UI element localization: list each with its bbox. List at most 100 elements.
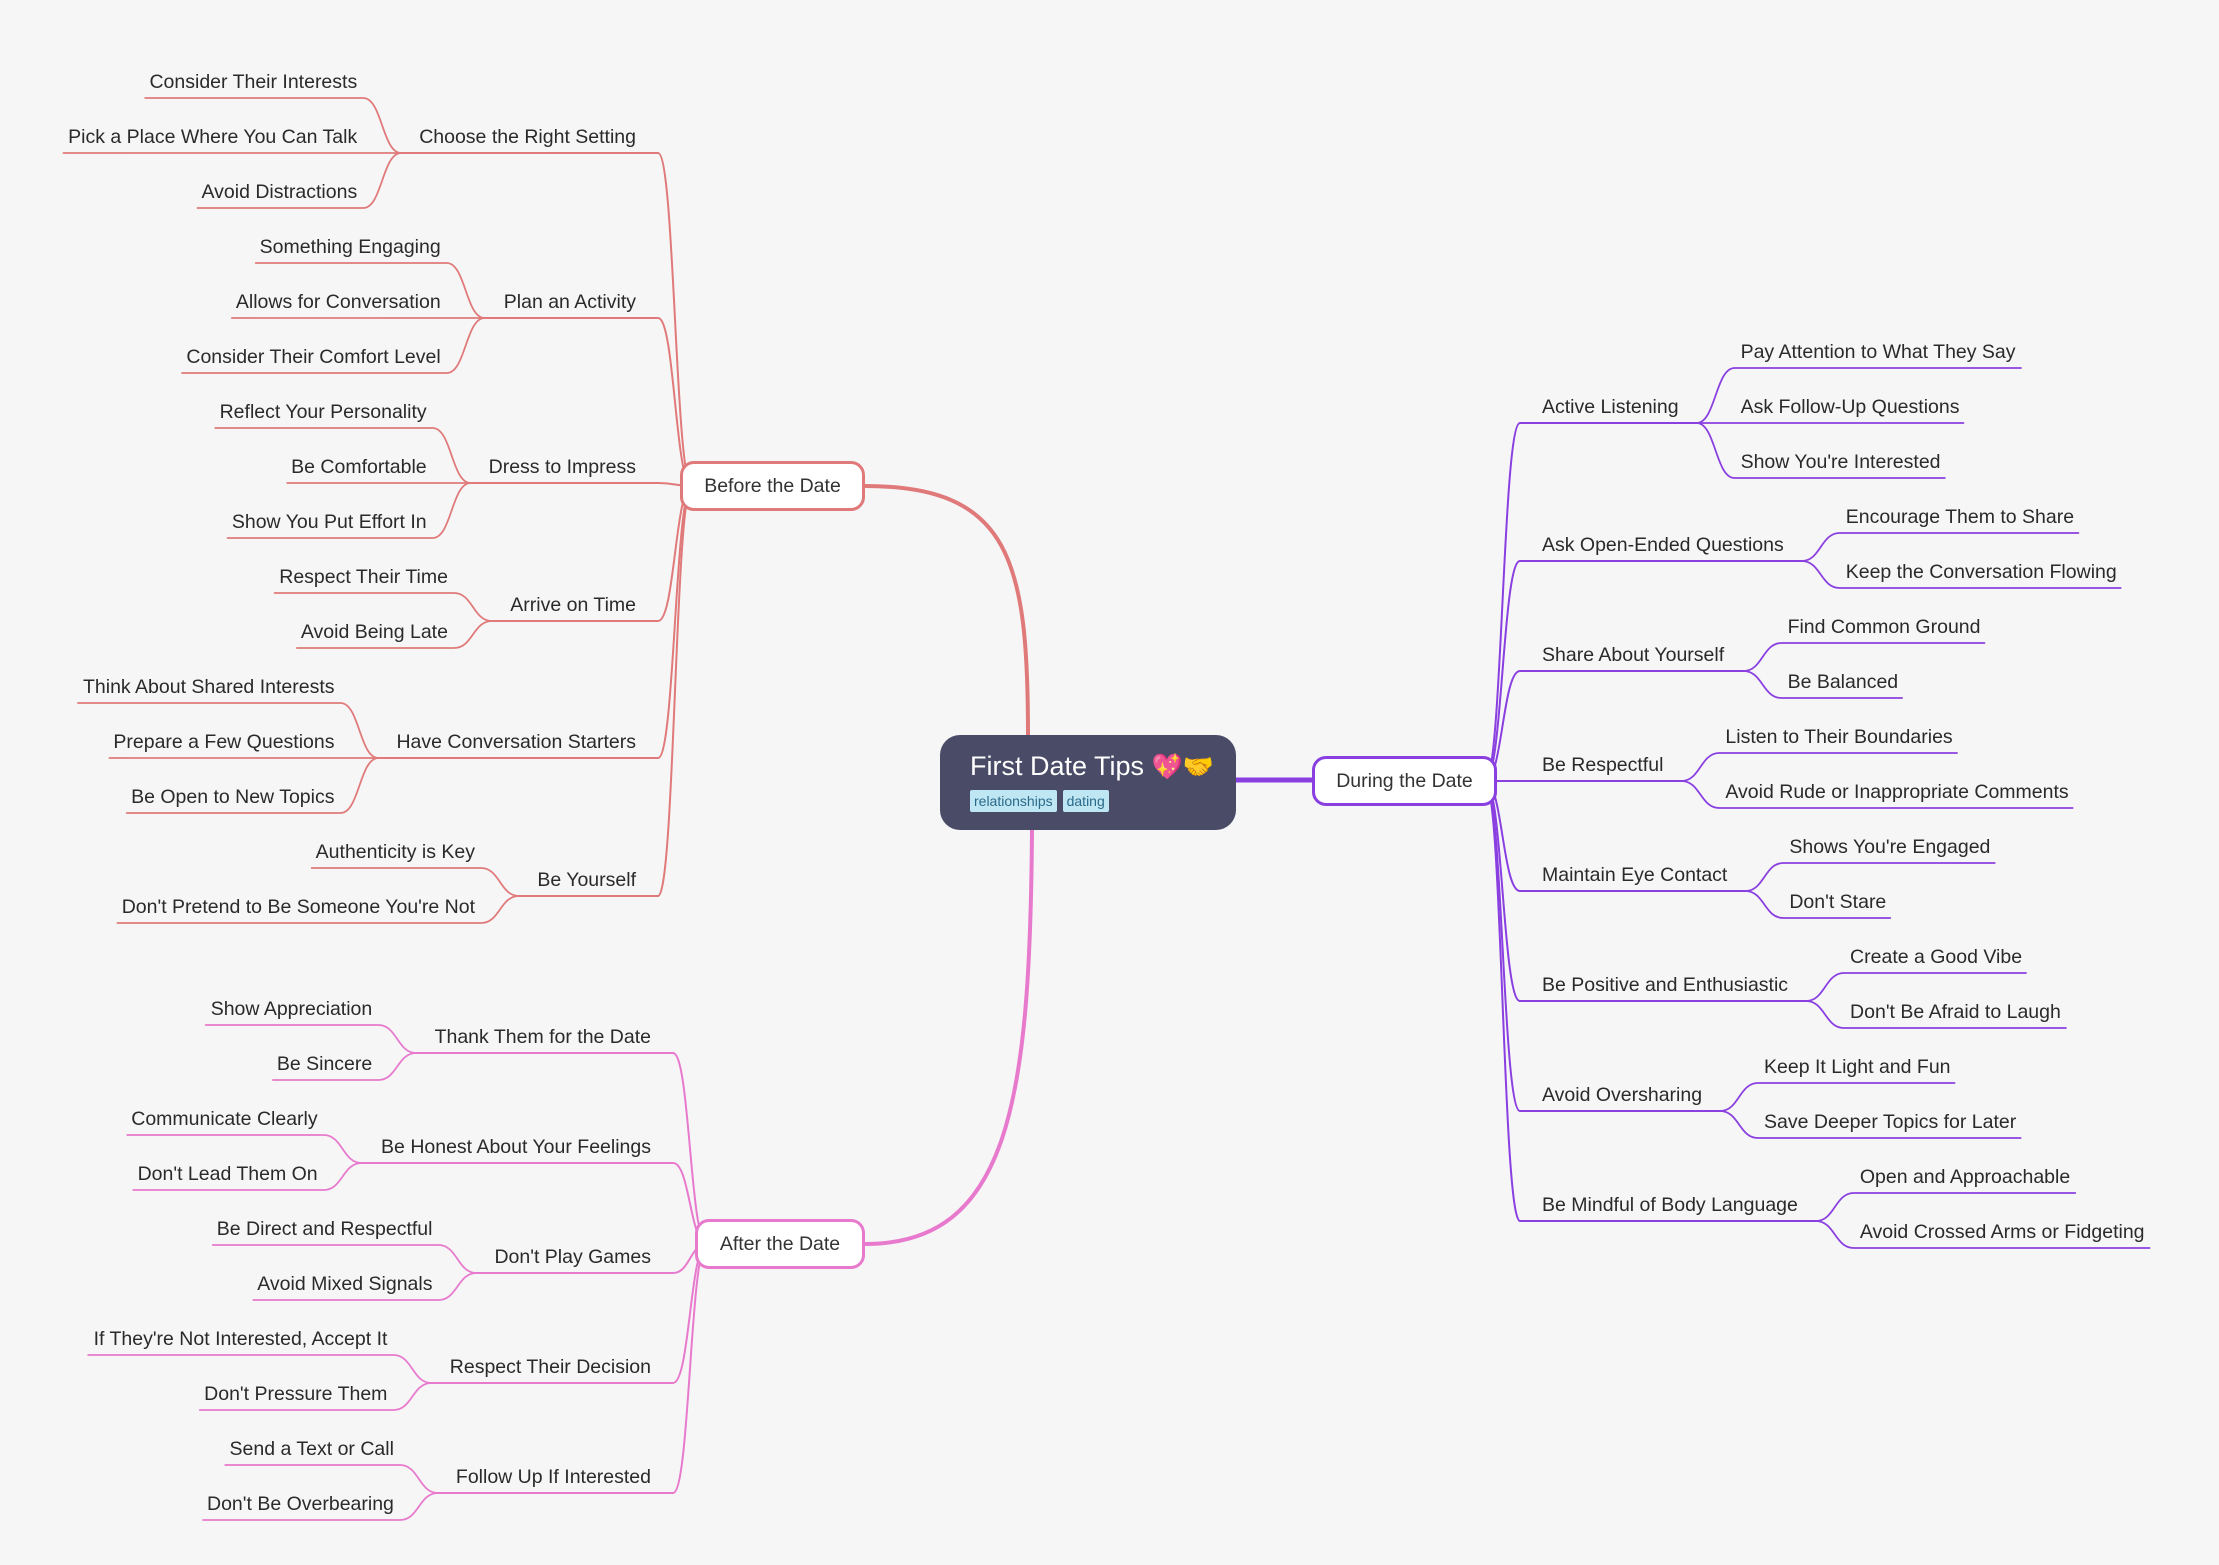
- connector-root-after: [863, 828, 1034, 1246]
- topic-have-conversation-starters[interactable]: Have Conversation Starters: [396, 731, 636, 753]
- leaf-connector-reflect-your-personality: [214, 427, 472, 484]
- connector-be-yourself: [517, 485, 693, 897]
- leaf-show-appreciation[interactable]: Show Appreciation: [210, 998, 373, 1020]
- leaf-connector-open-and-approachable: [1814, 1192, 2077, 1222]
- topic-be-positive-and-enthusiastic[interactable]: Be Positive and Enthusiastic: [1542, 974, 1789, 996]
- leaf-don-t-pretend-to-be-someone-you-re-not[interactable]: Don't Pretend to Be Someone You're Not: [121, 896, 475, 918]
- tag-relationships[interactable]: relationships: [970, 790, 1057, 812]
- leaf-reflect-your-personality[interactable]: Reflect Your Personality: [219, 401, 427, 423]
- leaf-show-you-re-interested[interactable]: Show You're Interested: [1740, 451, 1941, 473]
- leaf-be-balanced[interactable]: Be Balanced: [1787, 671, 1899, 693]
- leaf-ask-follow-up-questions[interactable]: Ask Follow-Up Questions: [1740, 396, 1960, 418]
- leaf-keep-it-light-and-fun[interactable]: Keep It Light and Fun: [1764, 1056, 1951, 1078]
- leaf-encourage-them-to-share[interactable]: Encourage Them to Share: [1845, 506, 2075, 528]
- leaf-connector-consider-their-interests: [144, 97, 403, 154]
- leaf-be-sincere[interactable]: Be Sincere: [276, 1053, 373, 1075]
- leaf-connector-don-t-lead-them-on: [132, 1162, 363, 1191]
- leaf-if-they-re-not-interested-accept-it[interactable]: If They're Not Interested, Accept It: [93, 1328, 388, 1350]
- leaf-avoid-rude-or-inappropriate-comments[interactable]: Avoid Rude or Inappropriate Comments: [1725, 781, 2069, 803]
- topic-ask-open-ended-questions[interactable]: Ask Open-Ended Questions: [1542, 534, 1784, 556]
- leaf-connector-avoid-mixed-signals: [252, 1272, 478, 1301]
- leaf-keep-the-conversation-flowing[interactable]: Keep the Conversation Flowing: [1845, 561, 2117, 583]
- leaf-avoid-crossed-arms-or-fidgeting[interactable]: Avoid Crossed Arms or Fidgeting: [1859, 1221, 2145, 1243]
- root-topic-title: First Date Tips 💖🤝: [970, 749, 1236, 784]
- topic-plan-an-activity[interactable]: Plan an Activity: [503, 291, 636, 313]
- leaf-don-t-be-overbearing[interactable]: Don't Be Overbearing: [207, 1493, 394, 1515]
- leaf-authenticity-is-key[interactable]: Authenticity is Key: [315, 841, 475, 863]
- leaf-be-open-to-new-topics[interactable]: Be Open to New Topics: [131, 786, 335, 808]
- leaf-consider-their-comfort-level[interactable]: Consider Their Comfort Level: [186, 346, 441, 368]
- leaf-allows-for-conversation[interactable]: Allows for Conversation: [235, 291, 441, 313]
- leaf-be-comfortable[interactable]: Be Comfortable: [291, 456, 427, 478]
- topic-avoid-oversharing[interactable]: Avoid Oversharing: [1542, 1084, 1703, 1106]
- topic-don-t-play-games[interactable]: Don't Play Games: [494, 1246, 651, 1268]
- leaf-avoid-mixed-signals[interactable]: Avoid Mixed Signals: [257, 1273, 433, 1295]
- leaf-connector-authenticity-is-key: [310, 867, 520, 897]
- heart-icon: 💖: [1151, 753, 1183, 781]
- leaf-connector-respect-their-time: [273, 592, 493, 622]
- leaf-connector-communicate-clearly: [126, 1134, 363, 1164]
- topic-arrive-on-time[interactable]: Arrive on Time: [510, 594, 636, 616]
- tag-dating[interactable]: dating: [1062, 790, 1109, 812]
- leaf-listen-to-their-boundaries[interactable]: Listen to Their Boundaries: [1725, 726, 1953, 748]
- leaf-pay-attention-to-what-they-say[interactable]: Pay Attention to What They Say: [1740, 341, 2016, 363]
- leaf-be-direct-and-respectful[interactable]: Be Direct and Respectful: [216, 1218, 433, 1240]
- branch-before-the-date[interactable]: Before the Date: [680, 461, 865, 511]
- topic-be-respectful[interactable]: Be Respectful: [1542, 754, 1664, 776]
- leaf-connector-encourage-them-to-share: [1800, 532, 2080, 562]
- leaf-think-about-shared-interests[interactable]: Think About Shared Interests: [83, 676, 335, 698]
- leaf-don-t-pressure-them[interactable]: Don't Pressure Them: [204, 1383, 388, 1405]
- leaf-open-and-approachable[interactable]: Open and Approachable: [1859, 1166, 2071, 1188]
- branch-after-the-date[interactable]: After the Date: [695, 1219, 865, 1269]
- handshake-icon: 🤝: [1182, 753, 1214, 781]
- leaf-connector-something-engaging: [254, 262, 486, 319]
- leaf-something-engaging[interactable]: Something Engaging: [259, 236, 441, 258]
- connector-be-mindful-of-body-language: [1484, 780, 1817, 1222]
- leaf-prepare-a-few-questions[interactable]: Prepare a Few Questions: [113, 731, 335, 753]
- leaf-connector-don-t-be-afraid-to-laugh: [1805, 1000, 2067, 1029]
- leaf-connector-create-a-good-vibe: [1805, 972, 2027, 1002]
- leaf-send-a-text-or-call[interactable]: Send a Text or Call: [229, 1438, 394, 1460]
- leaf-connector-don-t-stare: [1744, 890, 1892, 919]
- leaf-connector-keep-it-light-and-fun: [1719, 1082, 1956, 1112]
- leaf-connector-avoid-distractions: [196, 152, 403, 209]
- topic-active-listening[interactable]: Active Listening: [1542, 396, 1679, 418]
- leaf-consider-their-interests[interactable]: Consider Their Interests: [149, 71, 358, 93]
- leaf-connector-be-open-to-new-topics: [125, 757, 380, 814]
- connector-dress-to-impress: [469, 482, 693, 487]
- root-title-text: First Date Tips: [970, 751, 1145, 781]
- leaf-don-t-be-afraid-to-laugh[interactable]: Don't Be Afraid to Laugh: [1850, 1001, 2061, 1023]
- topic-choose-the-right-setting[interactable]: Choose the Right Setting: [419, 126, 636, 148]
- connector-root-before: [863, 484, 1030, 737]
- leaf-avoid-distractions[interactable]: Avoid Distractions: [201, 181, 358, 203]
- leaf-save-deeper-topics-for-later[interactable]: Save Deeper Topics for Later: [1764, 1111, 2017, 1133]
- topic-be-honest-about-your-feelings[interactable]: Be Honest About Your Feelings: [381, 1136, 651, 1158]
- leaf-don-t-lead-them-on[interactable]: Don't Lead Them On: [137, 1163, 318, 1185]
- topic-thank-them-for-the-date[interactable]: Thank Them for the Date: [434, 1026, 651, 1048]
- topic-dress-to-impress[interactable]: Dress to Impress: [488, 456, 636, 478]
- topic-maintain-eye-contact[interactable]: Maintain Eye Contact: [1542, 864, 1728, 886]
- leaf-create-a-good-vibe[interactable]: Create a Good Vibe: [1850, 946, 2023, 968]
- connector-active-listening: [1484, 422, 1698, 782]
- topic-follow-up-if-interested[interactable]: Follow Up If Interested: [455, 1466, 651, 1488]
- leaf-don-t-stare[interactable]: Don't Stare: [1789, 891, 1887, 913]
- topic-share-about-yourself[interactable]: Share About Yourself: [1542, 644, 1725, 666]
- leaf-pick-a-place-where-you-can-talk[interactable]: Pick a Place Where You Can Talk: [68, 126, 358, 148]
- leaf-avoid-being-late[interactable]: Avoid Being Late: [300, 621, 448, 643]
- topic-be-mindful-of-body-language[interactable]: Be Mindful of Body Language: [1542, 1194, 1798, 1216]
- leaf-connector-think-about-shared-interests: [77, 702, 380, 759]
- connector-choose-the-right-setting: [400, 152, 693, 487]
- leaf-find-common-ground[interactable]: Find Common Ground: [1787, 616, 1981, 638]
- leaf-show-you-put-effort-in[interactable]: Show You Put Effort In: [231, 511, 427, 533]
- leaf-respect-their-time[interactable]: Respect Their Time: [279, 566, 448, 588]
- leaf-connector-avoid-being-late: [295, 620, 493, 649]
- leaf-shows-you-re-engaged[interactable]: Shows You're Engaged: [1789, 836, 1991, 858]
- topic-respect-their-decision[interactable]: Respect Their Decision: [449, 1356, 651, 1378]
- leaf-connector-be-direct-and-respectful: [211, 1244, 478, 1274]
- branch-during-the-date[interactable]: During the Date: [1312, 756, 1497, 806]
- leaf-communicate-clearly[interactable]: Communicate Clearly: [131, 1108, 318, 1130]
- topic-be-yourself[interactable]: Be Yourself: [537, 869, 636, 891]
- leaf-connector-show-appreciation: [204, 1024, 418, 1054]
